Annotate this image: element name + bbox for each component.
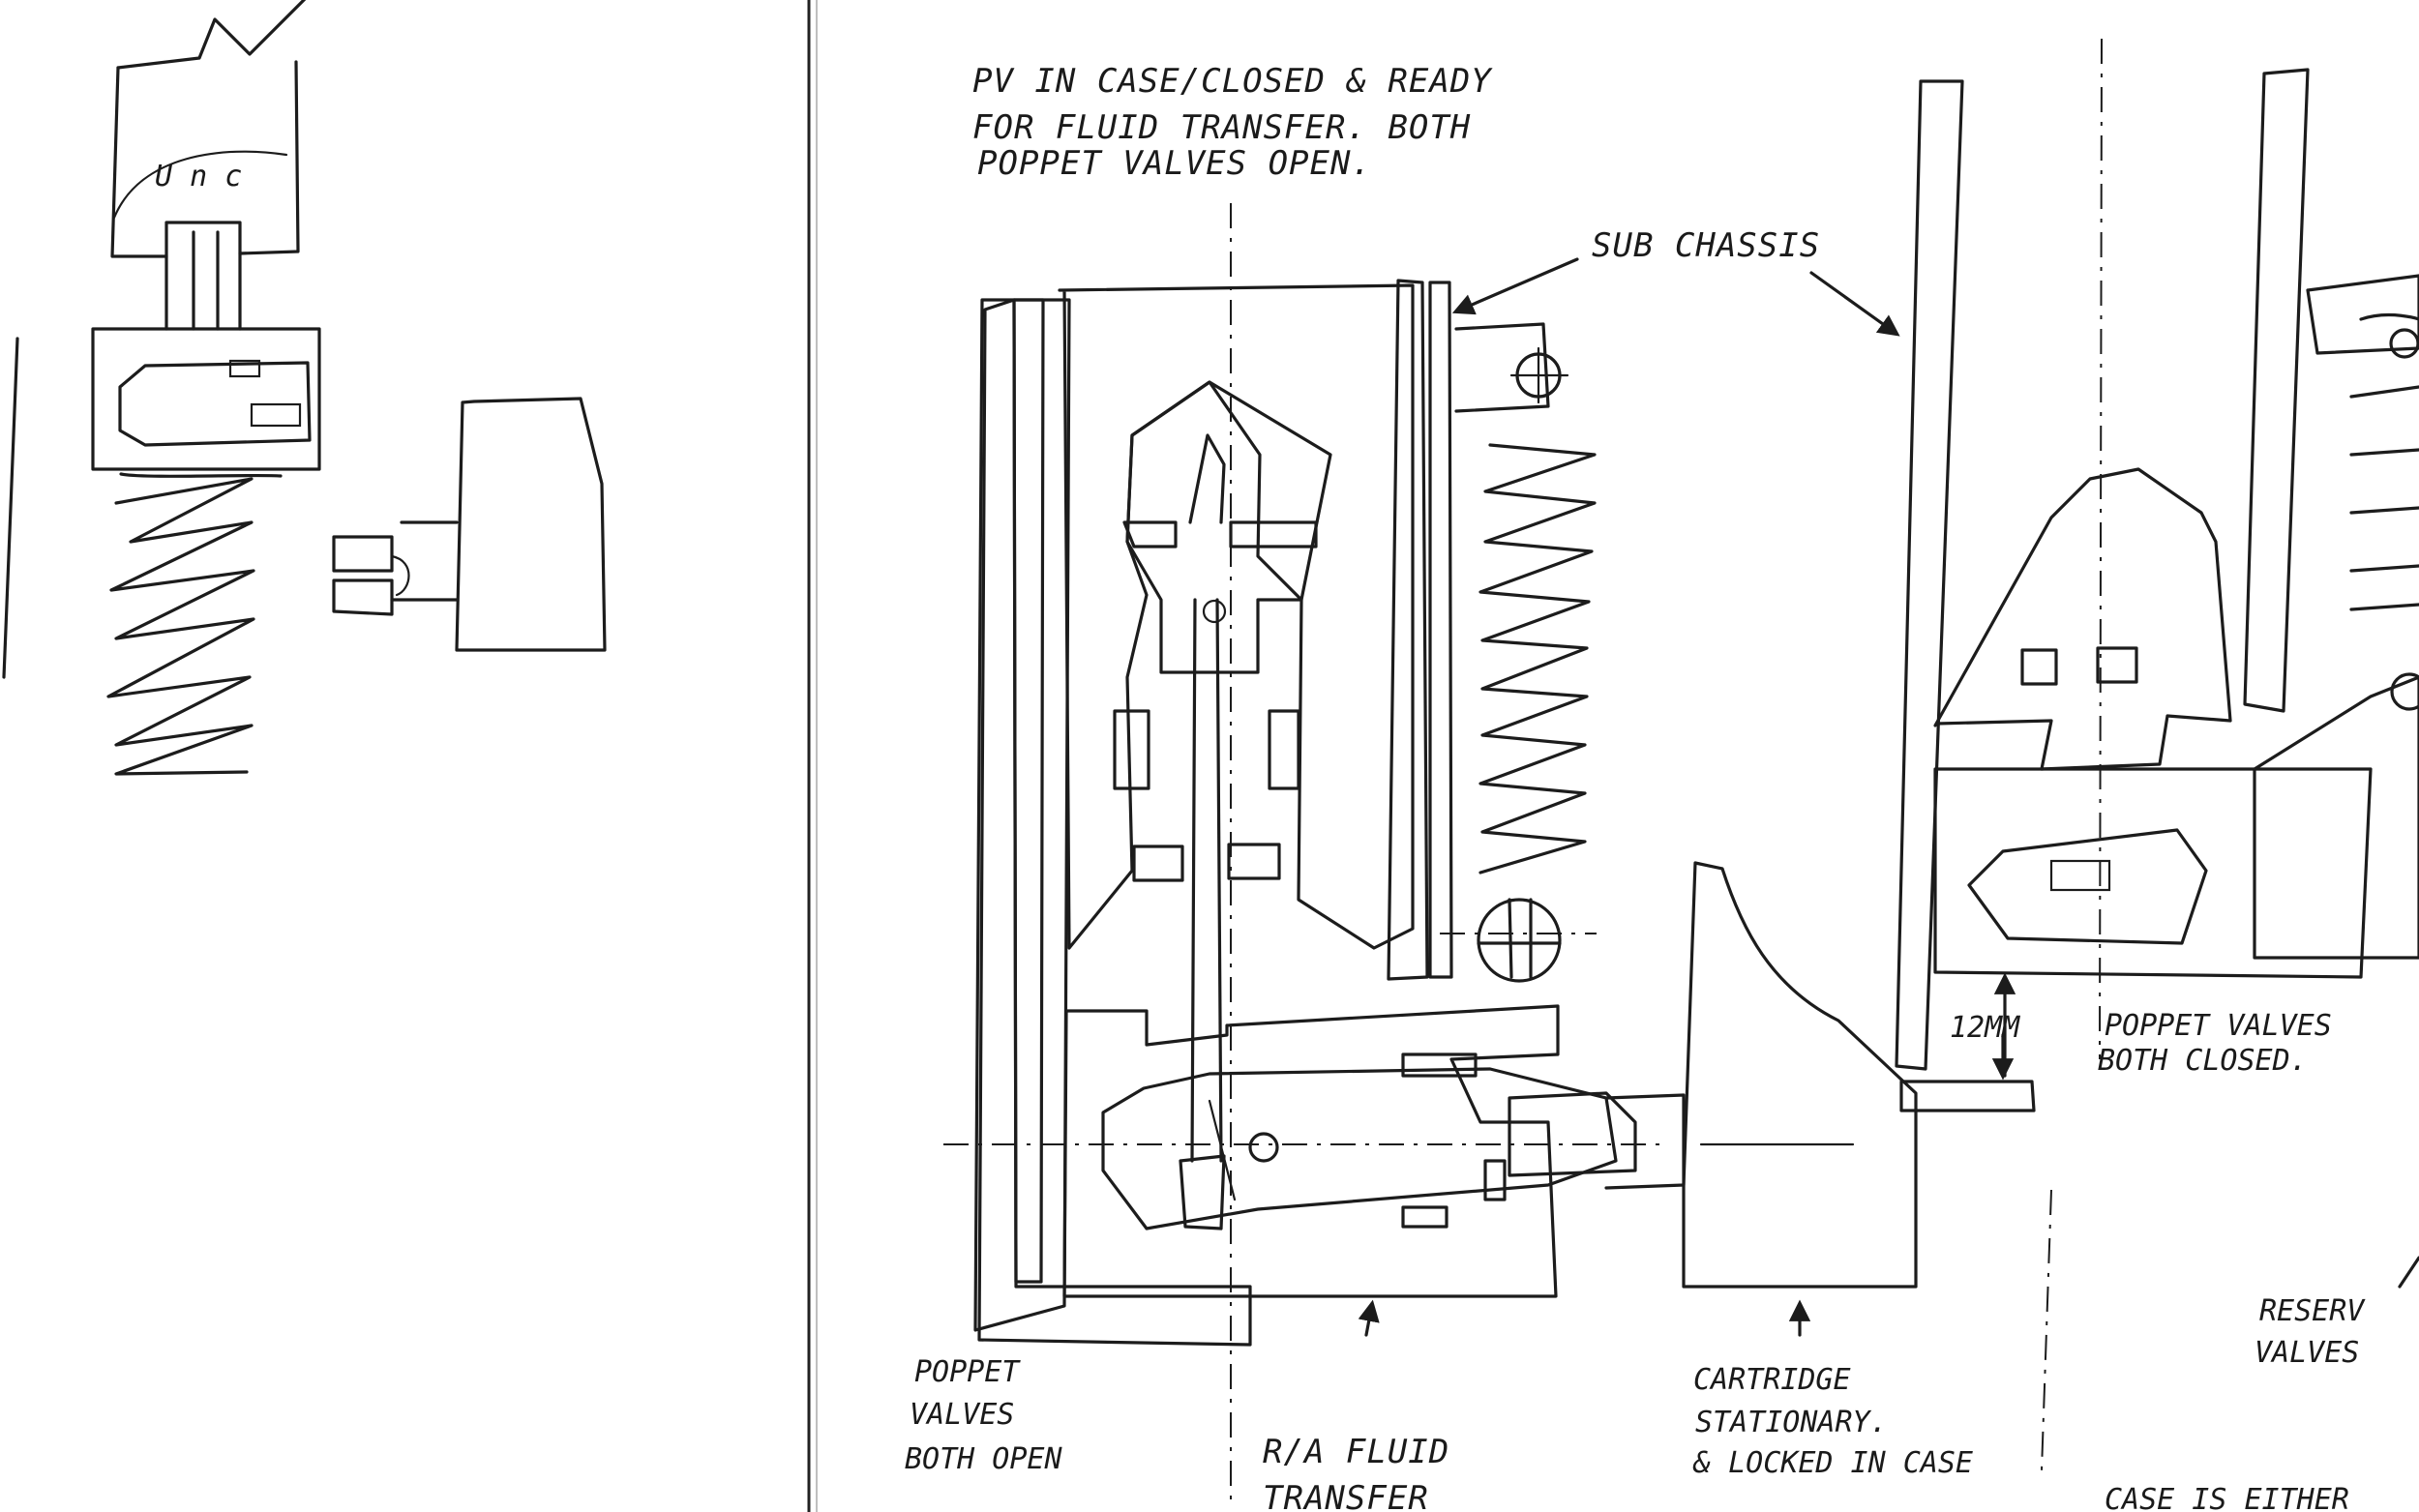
label-reservoir-2: VALVES [2255,1336,2359,1370]
main-assembly-open [943,203,1918,1509]
note-top-line-2: FOR FLUID TRANSFER. BOTH [972,108,1471,147]
label-reservoir-1: RESERV [2259,1294,2366,1328]
label-poppet-open-1: POPPET [914,1355,1021,1389]
label-cartridge-2: STATIONARY. [1695,1406,1888,1439]
annotations: PV IN CASE/CLOSED & READY FOR FLUID TRAN… [905,62,2366,1512]
left-sketch-fragment: U n c [155,160,242,193]
label-cartridge-3: & LOCKED IN CASE [1692,1446,1973,1480]
label-fluid-transfer-1: R/A FLUID [1263,1433,1449,1471]
note-top-line-1: PV IN CASE/CLOSED & READY [972,62,1493,101]
label-poppet-closed-1: POPPET VALVES [2105,1009,2332,1043]
assembly-closed [1895,38,2419,1471]
label-poppet-open-2: VALVES [910,1398,1014,1432]
label-poppet-closed-2: BOTH CLOSED. [2098,1044,2308,1078]
left-page-sketch: U n c [2,0,607,776]
label-sub-chassis: SUB CHASSIS [1592,226,1820,265]
label-gap: 12MM [1950,1011,2020,1045]
label-case-either: CASE IS EITHER [2105,1483,2349,1512]
note-top-line-3: POPPET VALVES OPEN. [977,144,1372,183]
label-poppet-open-3: BOTH OPEN [905,1442,1062,1476]
label-fluid-transfer-2: TRANSFER [1263,1479,1429,1512]
label-cartridge-1: CARTRIDGE [1693,1363,1851,1397]
page-divider [807,0,818,1512]
